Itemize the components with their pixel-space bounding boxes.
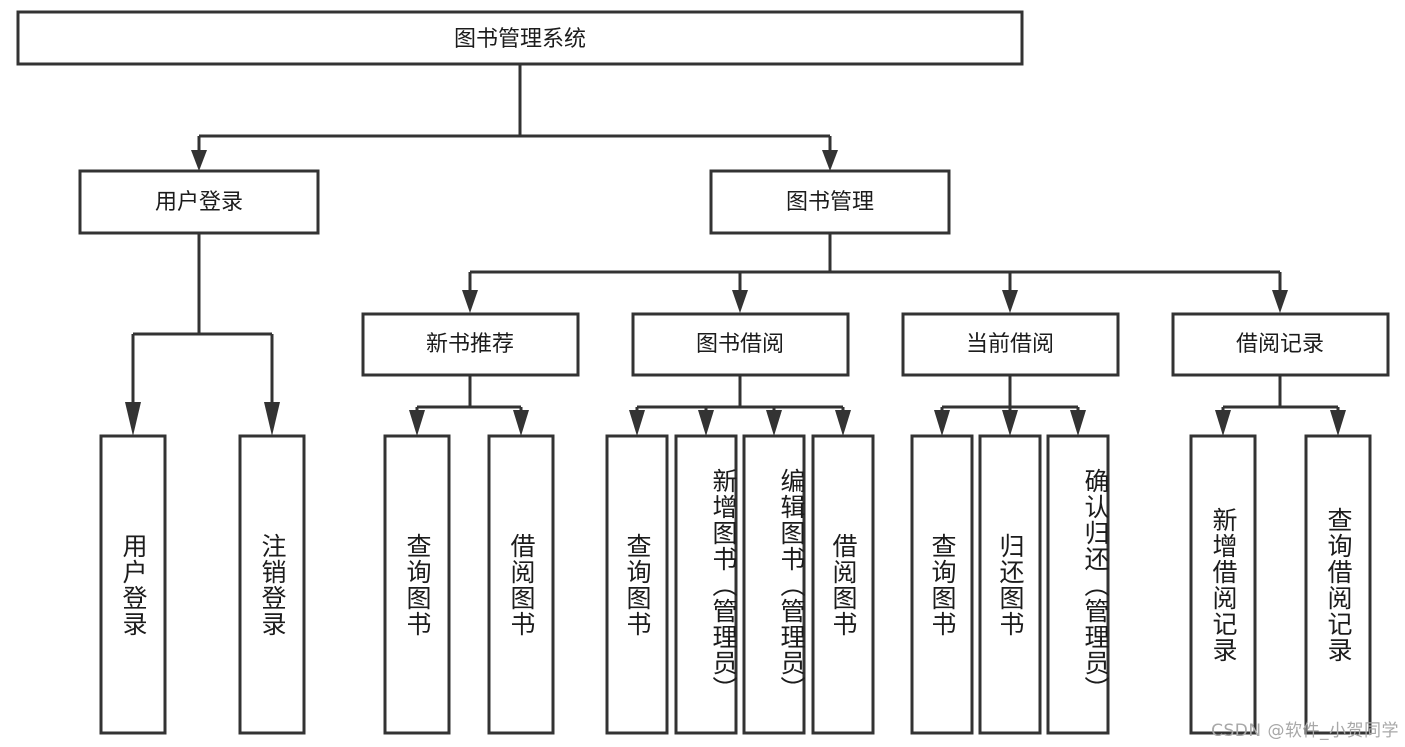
node-root-label: 图书管理系统	[454, 26, 586, 51]
arrow-head-leaf-confirm-return	[1070, 410, 1086, 436]
arrow-head-leaf-user-login	[125, 402, 141, 436]
arrow-head-leaf-add-book	[698, 410, 714, 436]
arrow-head-leaf-query-book-b	[629, 410, 645, 436]
leaf-box-edit-book[interactable]	[742, 434, 806, 735]
node-book-borrowing[interactable]: 图书借阅	[631, 312, 850, 377]
node-borrowing-record[interactable]: 借阅记录	[1171, 312, 1390, 377]
arrow-head-new-book-rec	[462, 290, 478, 313]
arrow-head-leaf-logout	[264, 402, 280, 436]
leaf-box-borrow-book-a[interactable]	[487, 434, 555, 735]
node-book-management-label: 图书管理	[786, 189, 874, 214]
connector-layer	[125, 64, 1346, 436]
node-user-login-box[interactable]	[78, 169, 320, 235]
node-borrowing-record-box[interactable]	[1171, 312, 1390, 377]
node-book-borrowing-box[interactable]	[631, 312, 850, 377]
arrow-head-book-mgmt	[822, 150, 838, 171]
node-root[interactable]: 图书管理系统	[16, 10, 1024, 66]
node-new-book-recommendation[interactable]: 新书推荐	[361, 312, 580, 377]
node-current-borrowing-box[interactable]	[901, 312, 1120, 377]
node-new-book-recommendation-box[interactable]	[361, 312, 580, 377]
node-user-login[interactable]: 用户登录	[78, 169, 320, 235]
leaf-box-query-book-b[interactable]	[605, 434, 669, 735]
node-borrowing-record-label: 借阅记录	[1236, 331, 1324, 356]
node-current-borrowing[interactable]: 当前借阅	[901, 312, 1120, 377]
leaf-node-boxes	[99, 434, 1372, 735]
leaf-box-confirm-return[interactable]	[1046, 434, 1110, 735]
leaf-box-borrow-book-b[interactable]	[811, 434, 875, 735]
arrow-head-book-borrow	[732, 290, 748, 313]
csdn-watermark: CSDN @软件_小贺同学	[1211, 721, 1399, 741]
arrow-head-current-borrow	[1002, 290, 1018, 313]
node-root-box[interactable]	[16, 10, 1024, 66]
arrow-head-user-login	[191, 150, 207, 171]
leaf-box-user-login[interactable]	[99, 434, 167, 735]
node-book-management-box[interactable]	[709, 169, 951, 235]
leaf-box-query-record[interactable]	[1304, 434, 1372, 735]
arrow-head-leaf-add-record	[1215, 410, 1231, 436]
leaf-box-add-book[interactable]	[674, 434, 738, 735]
leaf-box-return-book[interactable]	[978, 434, 1042, 735]
node-new-book-recommendation-label: 新书推荐	[426, 331, 514, 356]
arrow-head-borrow-record	[1272, 290, 1288, 313]
arrow-head-leaf-borrow-book-b	[835, 410, 851, 436]
node-book-borrowing-label: 图书借阅	[696, 331, 784, 356]
node-user-login-label: 用户登录	[155, 189, 243, 214]
arrow-head-leaf-edit-book	[766, 410, 782, 436]
arrow-head-leaf-return-book	[1002, 410, 1018, 436]
leaf-box-query-book-a[interactable]	[383, 434, 451, 735]
leaf-box-query-book-c[interactable]	[910, 434, 974, 735]
arrow-head-leaf-borrow-book-a	[513, 410, 529, 436]
leaf-box-add-record[interactable]	[1189, 434, 1257, 735]
node-book-management[interactable]: 图书管理	[709, 169, 951, 235]
arrow-head-leaf-query-book-a	[409, 410, 425, 436]
leaf-box-logout[interactable]	[238, 434, 306, 735]
arrow-head-leaf-query-record	[1330, 410, 1346, 436]
node-current-borrowing-label: 当前借阅	[966, 331, 1054, 356]
arrow-head-leaf-query-book-c	[934, 410, 950, 436]
